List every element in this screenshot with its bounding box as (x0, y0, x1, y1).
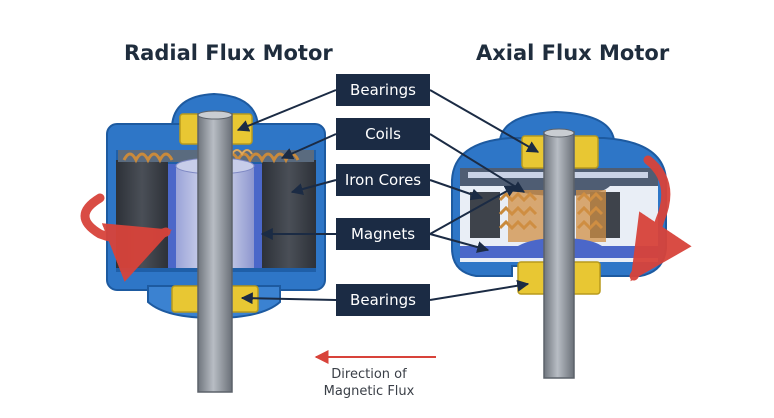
label-iron-cores: Iron Cores (336, 164, 430, 196)
label-magnets: Magnets (336, 218, 430, 250)
axial-housing-cap (498, 110, 616, 141)
radial-magnet-right (254, 164, 262, 268)
flux-legend: Direction of Magnetic Flux (306, 366, 432, 400)
radial-motor (80, 92, 326, 393)
axial-motor (451, 110, 692, 379)
axial-rotation-arrow (629, 155, 692, 282)
radial-iron-right (262, 160, 316, 268)
label-coils: Coils (336, 118, 430, 150)
axial-shaft (543, 131, 575, 379)
label-bearings-top: Bearings (336, 74, 430, 106)
axial-coils (470, 190, 620, 242)
flux-legend-line1: Direction of (331, 367, 407, 382)
radial-shaft (197, 113, 233, 393)
flux-legend-line2: Magnetic Flux (323, 384, 415, 399)
radial-iron-left (116, 160, 168, 268)
radial-motor-title: Radial Flux Motor (124, 41, 333, 65)
label-bearings-bottom: Bearings (336, 284, 430, 316)
radial-rotation-arrow (80, 193, 172, 282)
axial-motor-title: Axial Flux Motor (476, 41, 670, 65)
radial-magnet-left (168, 164, 176, 268)
callout-lines (236, 89, 540, 305)
